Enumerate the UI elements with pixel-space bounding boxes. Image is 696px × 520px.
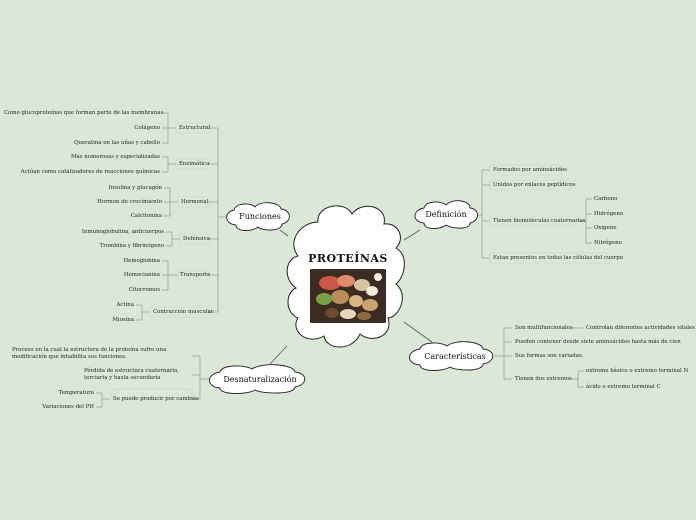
element-item[interactable]: Carbono — [594, 196, 618, 202]
enzimatica-item[interactable]: Más numerosas y especializadas — [71, 154, 160, 160]
desnaturalizacion-item[interactable]: Se puede producir por cambios — [113, 396, 199, 402]
funciones-label[interactable]: Funciones — [239, 212, 281, 221]
definicion-label[interactable]: Definición — [425, 210, 467, 219]
caracteristicas-item[interactable]: Tienen dos extremos — [515, 376, 572, 382]
extremo-item[interactable]: ácido o extremo terminal C — [586, 384, 661, 390]
funciones-group-contraccion[interactable]: Contracción muscular — [153, 309, 214, 315]
transporte-item[interactable]: Hemoglobina — [123, 258, 160, 264]
element-item[interactable]: Nitrógeno — [594, 240, 622, 246]
leaf-boxes — [111, 122, 611, 400]
estructural-item[interactable]: Colágeno — [134, 125, 160, 131]
funciones-connectors — [136, 112, 228, 321]
desnaturalizacion-item[interactable]: Proceso en la cual la estructura de la p… — [12, 347, 167, 360]
definicion-item[interactable]: Tienen biomoléculas cuaternarias — [493, 218, 586, 224]
element-item[interactable]: Oxigeno — [594, 225, 617, 231]
main-connectors — [269, 229, 433, 365]
caracteristicas-label[interactable]: Características — [424, 352, 486, 361]
transporte-item[interactable]: Hemocianina — [123, 272, 160, 278]
caracteristicas-cloud[interactable] — [409, 341, 494, 371]
central-title: PROTEÍNAS — [308, 252, 388, 265]
funciones-group-hormonal[interactable]: Hormonal — [181, 199, 209, 205]
caracteristicas-connectors — [494, 327, 584, 388]
funciones-group-estructural[interactable]: Estructural — [179, 125, 211, 131]
transporte-item[interactable]: Citocromos — [128, 287, 160, 293]
multifuncional-detail[interactable]: Controlan diferentes actividades vitales — [586, 325, 695, 331]
funciones-group-defensiva[interactable]: Defensiva — [183, 236, 210, 242]
contraccion-item[interactable]: Miosina — [112, 317, 134, 323]
hormonal-item[interactable]: Insulina y glucagón — [108, 185, 163, 191]
caracteristicas-item[interactable]: Pueden contener desde siete aminoácidos … — [515, 339, 681, 345]
estructural-item[interactable]: Como glucoproteínas que forman parte de … — [4, 110, 164, 116]
caracteristicas-item[interactable]: Son multifuncionales — [515, 325, 573, 331]
enzimatica-item[interactable]: Actúan como catalizadores de reacciones … — [20, 169, 160, 175]
definicion-item[interactable]: Formados por aminoácidos — [493, 167, 567, 173]
funciones-group-enzimatica[interactable]: Enzimática — [179, 161, 210, 167]
hormonal-item[interactable]: Hormon de crecimiento — [97, 199, 162, 205]
desnaturalizacion-connectors — [96, 355, 210, 408]
desnaturalizacion-cloud[interactable] — [209, 364, 306, 394]
extremo-item[interactable]: extremo básico o extremo terminal N — [586, 368, 689, 374]
cause-item[interactable]: Variaciones del PH — [42, 404, 94, 410]
protein-foods-image — [310, 269, 386, 323]
contraccion-item[interactable]: Actina — [116, 302, 135, 308]
definicion-item[interactable]: Estan presentes en todas las células del… — [493, 255, 623, 261]
funciones-cloud[interactable] — [226, 202, 290, 231]
definicion-cloud[interactable] — [414, 200, 478, 229]
desnaturalizacion-label[interactable]: Desnaturalización — [223, 375, 297, 384]
defensiva-item[interactable]: Inmunoglobulina, anticuerpos — [81, 229, 164, 235]
protein-foods-photo — [310, 269, 386, 323]
funciones-group-transporte[interactable]: Transporte — [180, 272, 211, 278]
defensiva-item[interactable]: Trombina y fibrinógeno — [99, 243, 164, 249]
caracteristicas-item[interactable]: Sus formas son variadas. — [515, 353, 584, 359]
element-item[interactable]: Hidrógeno — [594, 211, 624, 217]
cause-item[interactable]: Temperatura — [58, 390, 94, 396]
definicion-item[interactable]: Unidos por enlaces peptídicos — [493, 182, 576, 188]
desnaturalizacion-item[interactable]: Pérdida de estructura cuaternaria, terci… — [84, 368, 179, 381]
estructural-item[interactable]: Queratina en las uñas y cabello — [74, 140, 160, 146]
hormonal-item[interactable]: Calcitonina — [130, 213, 162, 219]
